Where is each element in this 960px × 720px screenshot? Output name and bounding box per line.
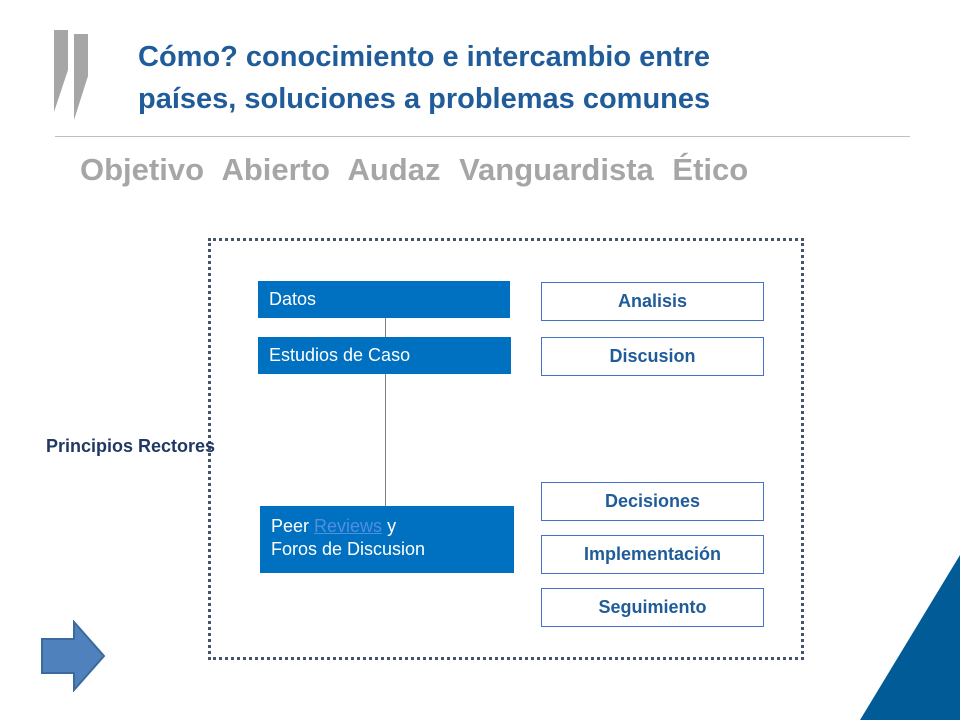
title-divider <box>55 136 910 137</box>
next-arrow-icon <box>41 619 106 693</box>
title-line-1: Cómo? conocimiento e intercambio entre <box>138 41 711 73</box>
peer-suffix: y <box>382 516 397 536</box>
box-estudios-de-caso: Estudios de Caso <box>258 337 511 374</box>
box-peer-line-1: Peer Reviews y <box>271 515 514 538</box>
values-row: Objetivo Abierto Audaz Vanguardista Étic… <box>80 150 900 190</box>
box-discusion: Discusion <box>541 337 764 376</box>
box-seguimiento: Seguimiento <box>541 588 764 627</box>
box-decisiones: Decisiones <box>541 482 764 521</box>
oecd-logo <box>50 30 110 130</box>
principios-rectores-label: Principios Rectores <box>46 436 216 456</box>
diagram-frame <box>208 238 804 660</box>
title-line-2: países, soluciones a problemas comunes <box>138 83 711 115</box>
box-implementacion: Implementación <box>541 535 764 574</box>
connector-line <box>385 318 386 506</box>
box-peer-line-2: Foros de Discusion <box>271 539 426 559</box>
slide-title: Cómo? conocimiento e intercambio entre p… <box>138 36 918 120</box>
oecd-chevron-logo-icon <box>54 30 88 120</box>
box-decisiones-label: Decisiones <box>604 491 701 511</box>
box-analisis-label: Analisis <box>617 291 688 311</box>
value-abierto: Abierto <box>221 152 330 187</box>
corner-decoration <box>860 555 960 720</box>
box-peer-reviews: Peer Reviews y Foros de Discusion <box>260 506 514 573</box>
reviews-link[interactable]: Reviews <box>314 516 383 536</box>
box-datos: Datos <box>258 281 510 318</box>
box-seguimiento-label: Seguimiento <box>598 597 707 617</box>
box-implementacion-label: Implementación <box>583 544 722 564</box>
next-slide-button[interactable] <box>40 619 106 693</box>
box-datos-label: Datos <box>269 289 317 309</box>
box-analisis: Analisis <box>541 282 764 321</box>
value-vanguardista: Vanguardista <box>459 152 654 187</box>
box-discusion-label: Discusion <box>609 346 696 366</box>
box-estudios-label: Estudios de Caso <box>269 345 411 365</box>
peer-prefix: Peer <box>271 516 315 536</box>
value-objetivo: Objetivo <box>80 152 205 187</box>
value-etico: Ético <box>672 152 749 187</box>
value-audaz: Audaz <box>347 152 441 187</box>
